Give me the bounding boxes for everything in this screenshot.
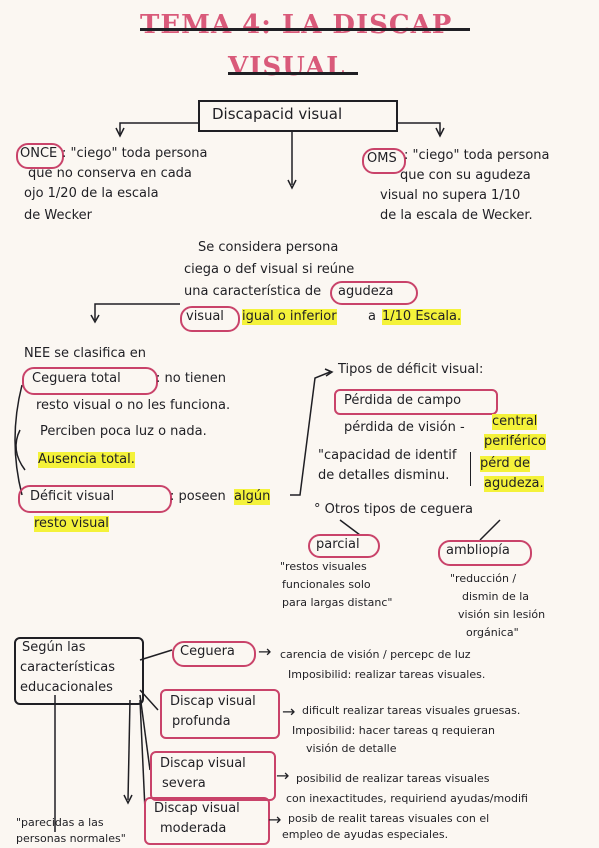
ceguera-total-line-2: Perciben poca luz o nada. [40,424,207,439]
ceguera-circle [172,641,256,667]
severa-box [150,751,276,801]
oms-line-1: : "ciego" toda persona [404,148,550,163]
profunda-line-1: Discap visual [170,694,256,709]
middle-line-2: ciega o def visual si reúne [184,262,355,277]
moderada-text-1: posib de realit tareas visuales con el [288,812,490,825]
deficit-visual-label: Déficit visual [30,489,115,504]
capacidad-line-1: "capacidad de identif [318,448,457,463]
severa-arrow: → [276,766,290,785]
profunda-text-2: Imposibilid: hacer tareas q requieran [292,724,495,737]
educ-box [14,637,144,705]
ceguera-line-2: Imposibilid: realizar tareas visuales. [288,668,486,681]
parcial-line-1: "restos visuales [280,560,367,573]
once-line-1: : "ciego" toda persona [62,146,208,161]
otros-heading: ° Otros tipos de ceguera [314,502,474,517]
profunda-line-2: profunda [172,714,231,729]
tipos-periferico: periférico [484,434,546,450]
once-line-4: de Wecker [24,208,93,223]
once-line-3: ojo 1/20 de la escala [24,186,159,201]
perdida-vision-text: pérdida de visión - [344,420,465,435]
severa-text-1: posibilid de realizar tareas visuales [296,772,490,785]
profunda-text-1: dificult realizar tareas visuales gruesa… [302,704,521,717]
middle-a: a [368,309,376,324]
title-line-1: TEMA 4: LA DISCAP [140,10,453,40]
profunda-arrow: → [282,702,296,721]
oms-label: OMS [367,151,397,166]
profunda-box [160,689,280,739]
capacidad-line-2: de detalles disminu. [318,468,450,483]
oms-line-3: visual no supera 1/10 [380,188,521,203]
middle-agudeza: agudeza [338,284,394,299]
deficit-visual-algun: algún [234,489,271,505]
ambliopia-line-2: dismin de la [462,590,530,603]
moderada-line-1: Discap visual [154,801,240,816]
ceguera-label: Ceguera [180,644,235,659]
parecidas-line-2: personas normales" [16,832,126,845]
middle-line-1: Se considera persona [198,240,339,255]
tipos-central: central [492,414,538,430]
educ-line-1: Según las [22,640,86,655]
perdida-campo-label: Pérdida de campo [344,393,462,408]
resto-visual: resto visual [34,516,109,532]
tipos-perd-de: pérd de [480,456,531,472]
educ-line-2: características [20,660,115,675]
educ-line-3: educacionales [20,680,113,695]
title-line-2: VISUAL [228,52,346,82]
title-strike-2 [228,72,358,75]
oms-line-4: de la escala de Wecker. [380,208,533,223]
ceguera-total-text: : no tienen [156,371,227,386]
ausencia-total: Ausencia total. [38,452,135,468]
perdida-campo-box [334,389,498,415]
once-line-2: que no conserva en cada [28,166,192,181]
deficit-visual-text: : poseen [170,489,226,504]
ambliopia-line-4: orgánica" [466,626,519,639]
severa-text-2: con inexactitudes, requiriend ayudas/mod… [286,792,528,805]
moderada-box [144,797,270,845]
tipos-heading: Tipos de déficit visual: [338,362,484,377]
ceguera-arrow: → [258,642,272,661]
profunda-text-3: visión de detalle [306,742,397,755]
parcial-circle [308,534,380,558]
parcial-line-3: para largas distanc" [282,596,393,609]
parcial-line-2: funcionales solo [282,578,371,591]
severa-line-2: severa [162,776,206,791]
oms-line-2: que con su agudeza [400,168,531,183]
once-circle [16,143,64,169]
middle-visual: visual [186,309,224,324]
center-box-label: Discapacid visual [212,105,343,123]
parcial-label: parcial [316,537,360,552]
tipos-agudeza: agudeza. [484,476,544,492]
middle-line-3: una característica de [184,284,322,299]
oms-circle [362,148,406,174]
title-strike-1 [140,28,470,31]
ambliopia-label: ambliopía [446,543,510,558]
visual-circle [180,306,240,332]
middle-escala: 1/10 Escala. [382,309,462,325]
middle-igual: igual o inferior [242,309,337,325]
moderada-text-2: empleo de ayudas especiales. [282,828,449,841]
deficit-visual-circle [18,485,172,513]
center-box [198,100,398,132]
once-label: ONCE [20,146,58,161]
severa-line-1: Discap visual [160,756,246,771]
ambliopia-line-3: visión sin lesión [458,608,546,621]
ceguera-line-1: carencia de visión / percepc de luz [280,648,471,661]
agudeza-circle [330,281,418,305]
capacidad-divider [470,452,471,486]
ceguera-total-line-1: resto visual o no les funciona. [36,398,231,413]
moderada-line-2: moderada [160,821,227,836]
nee-intro: NEE se clasifica en [24,346,146,361]
ambliopia-circle [438,540,532,566]
parecidas-line-1: "parecidas a las [16,816,104,829]
ceguera-total-circle [22,367,158,395]
ambliopia-line-1: "reducción / [450,572,517,585]
moderada-arrow: → [268,810,282,829]
ceguera-total-label: Ceguera total [32,371,121,386]
